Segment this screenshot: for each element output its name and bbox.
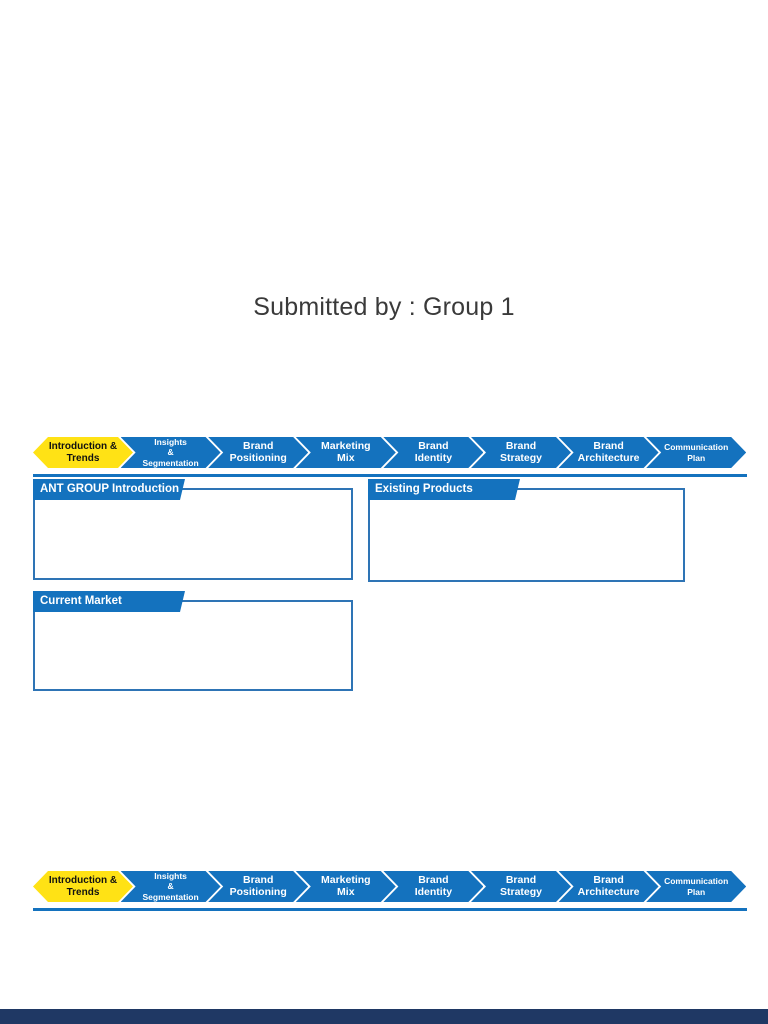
page-title: Submitted by : Group 1 xyxy=(253,293,515,321)
nav-chevron-label-line: Brand xyxy=(593,439,624,452)
process-nav-top-underline xyxy=(33,474,747,477)
nav-chevron-label-line: Brand xyxy=(243,873,274,886)
nav-chevron-label-line: Introduction & xyxy=(48,441,118,453)
nav-chevron-label-line: Segmentation xyxy=(142,891,199,902)
nav-chevron-label-line: Introduction & xyxy=(48,875,118,887)
nav-chevron-label-line: Strategy xyxy=(499,451,542,464)
nav-chevron-label-line: Architecture xyxy=(577,451,640,464)
box-body-current-market xyxy=(35,602,351,689)
nav-chevron-label-line: Positioning xyxy=(229,885,287,898)
box-body-ant-group-introduction xyxy=(35,490,351,578)
nav-chevron-label-line: Brand xyxy=(593,873,624,886)
nav-chevron-label-line: Brand xyxy=(243,439,274,452)
nav-chevron-label-line: Insights xyxy=(154,871,187,882)
nav-chevron-label-line: Communication xyxy=(664,442,729,453)
nav-chevron-label-line: Identity xyxy=(414,885,453,898)
box-header-current-market: Current Market xyxy=(33,591,185,612)
box-ant-group-introduction: ANT GROUP Introduction xyxy=(33,488,353,580)
nav-chevron-insights-segmentation[interactable]: Insights&Segmentation xyxy=(121,871,221,902)
nav-chevron-label-line: & xyxy=(167,881,174,892)
nav-chevron-label-line: Insights xyxy=(154,437,187,448)
nav-chevron-label-line: Mix xyxy=(337,451,355,464)
nav-chevron-label-line: Brand xyxy=(505,439,537,452)
box-body-existing-products xyxy=(370,490,683,580)
nav-chevron-label-line: Communication xyxy=(664,876,729,887)
nav-chevron-introduction-trends[interactable]: Introduction &Trends xyxy=(33,871,133,902)
box-current-market: Current Market xyxy=(33,600,353,691)
nav-chevron-label-line: Plan xyxy=(687,452,706,463)
nav-chevron-label-line: Brand xyxy=(418,439,449,452)
nav-chevron-label-line: Architecture xyxy=(577,885,640,898)
nav-chevron-label-line: Marketing xyxy=(321,873,371,886)
nav-chevron-label-line: Strategy xyxy=(499,885,542,898)
nav-chevron-label-line: Segmentation xyxy=(142,457,199,468)
nav-chevron-label-line: Positioning xyxy=(229,451,287,464)
box-existing-products: Existing Products xyxy=(368,488,685,582)
nav-chevron-label-line: Identity xyxy=(414,451,453,464)
nav-chevron-label-line: Brand xyxy=(418,873,449,886)
process-nav-bottom-underline xyxy=(33,908,747,911)
nav-chevron-insights-segmentation[interactable]: Insights&Segmentation xyxy=(121,437,221,468)
nav-chevron-label-line: Brand xyxy=(505,873,537,886)
box-header-ant-group-introduction: ANT GROUP Introduction xyxy=(33,479,185,500)
footer-bar xyxy=(0,1009,768,1024)
nav-chevron-introduction-trends[interactable]: Introduction &Trends xyxy=(33,437,133,468)
nav-chevron-label-line: Mix xyxy=(337,885,355,898)
nav-chevron-label-line: Marketing xyxy=(321,439,371,452)
nav-chevron-label-line: & xyxy=(167,447,174,458)
nav-chevron-label-line: Plan xyxy=(687,886,706,897)
nav-chevron-label-line: Trends xyxy=(66,886,100,898)
nav-chevron-label-line: Trends xyxy=(66,452,100,464)
box-header-existing-products: Existing Products xyxy=(368,479,520,500)
